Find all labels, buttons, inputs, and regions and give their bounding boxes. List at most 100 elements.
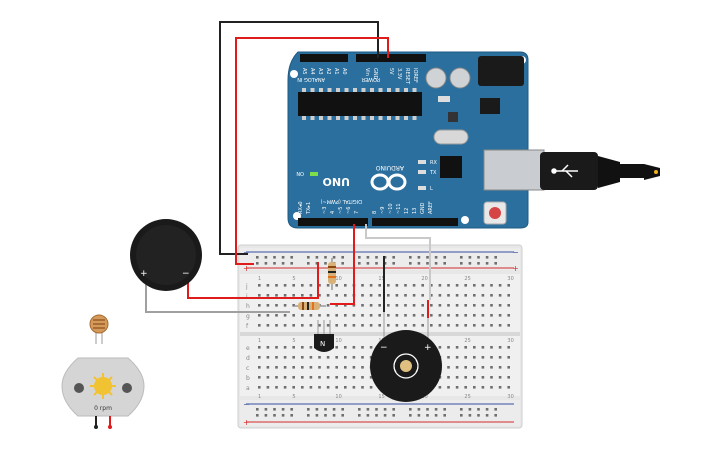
breadboard-hole[interactable] (417, 262, 421, 265)
breadboard-hole[interactable] (361, 386, 364, 389)
breadboard-hole[interactable] (460, 262, 463, 265)
breadboard-hole[interactable] (430, 304, 433, 307)
breadboard-hole[interactable] (318, 284, 321, 287)
breadboard-hole[interactable] (507, 376, 510, 379)
breadboard-hole[interactable] (352, 324, 356, 327)
breadboard-hole[interactable] (275, 304, 278, 307)
breadboard-hole[interactable] (392, 408, 395, 411)
usb-port[interactable] (483, 149, 545, 191)
breadboard-hole[interactable] (464, 314, 467, 317)
breadboard-hole[interactable] (473, 386, 476, 389)
breadboard-hole[interactable] (507, 294, 510, 297)
breadboard-hole[interactable] (366, 256, 370, 259)
breadboard-hole[interactable] (464, 386, 467, 389)
breadboard-hole[interactable] (344, 356, 347, 359)
breadboard-hole[interactable] (412, 314, 416, 317)
breadboard-hole[interactable] (258, 366, 261, 369)
breadboard-hole[interactable] (438, 314, 442, 317)
breadboard-hole[interactable] (447, 324, 450, 327)
breadboard-hole[interactable] (283, 366, 287, 369)
breadboard-hole[interactable] (256, 256, 259, 259)
breadboard-hole[interactable] (430, 284, 433, 287)
breadboard-hole[interactable] (258, 314, 261, 317)
breadboard-hole[interactable] (315, 262, 319, 265)
breadboard-hole[interactable] (375, 262, 378, 265)
breadboard-hole[interactable] (301, 366, 304, 369)
breadboard-hole[interactable] (404, 324, 407, 327)
breadboard-hole[interactable] (264, 408, 268, 411)
breadboard-hole[interactable] (395, 284, 399, 287)
breadboard-hole[interactable] (417, 414, 421, 417)
usb-cable[interactable] (540, 152, 660, 190)
breadboard-hole[interactable] (266, 284, 270, 287)
breadboard-hole[interactable] (387, 294, 390, 297)
breadboard-hole[interactable] (281, 256, 285, 259)
breadboard-hole[interactable] (383, 414, 387, 417)
breadboard-hole[interactable] (361, 284, 364, 287)
breadboard-hole[interactable] (404, 294, 407, 297)
breadboard-hole[interactable] (455, 346, 459, 349)
breadboard-hole[interactable] (301, 324, 304, 327)
breadboard-hole[interactable] (326, 376, 330, 379)
breadboard-hole[interactable] (326, 314, 330, 317)
breadboard-hole[interactable] (309, 284, 313, 287)
breadboard-hole[interactable] (447, 346, 450, 349)
breadboard-hole[interactable] (258, 304, 261, 307)
breadboard-hole[interactable] (473, 284, 476, 287)
breadboard-hole[interactable] (464, 294, 467, 297)
breadboard-hole[interactable] (434, 408, 438, 411)
breadboard-hole[interactable] (292, 346, 295, 349)
breadboard-hole[interactable] (490, 304, 493, 307)
breadboard-hole[interactable] (481, 324, 485, 327)
breadboard-hole[interactable] (283, 386, 287, 389)
breadboard-hole[interactable] (383, 408, 387, 411)
breadboard-hole[interactable] (335, 304, 338, 307)
breadboard-hole[interactable] (481, 346, 485, 349)
breadboard-hole[interactable] (443, 414, 446, 417)
breadboard-hole[interactable] (332, 414, 336, 417)
breadboard-hole[interactable] (438, 304, 442, 307)
breadboard-hole[interactable] (392, 414, 395, 417)
breadboard-hole[interactable] (324, 256, 327, 259)
breadboard-hole[interactable] (464, 356, 467, 359)
digital-header-low[interactable] (298, 218, 368, 226)
wire-signal-gray[interactable] (365, 224, 431, 300)
breadboard-hole[interactable] (344, 386, 347, 389)
breadboard-hole[interactable] (464, 376, 467, 379)
breadboard-hole[interactable] (283, 324, 287, 327)
breadboard-hole[interactable] (455, 284, 459, 287)
breadboard-hole[interactable] (273, 256, 276, 259)
breadboard-hole[interactable] (326, 304, 330, 307)
breadboard-hole[interactable] (266, 366, 270, 369)
breadboard-hole[interactable] (412, 284, 416, 287)
breadboard-hole[interactable] (447, 284, 450, 287)
breadboard-hole[interactable] (477, 262, 480, 265)
breadboard-hole[interactable] (421, 294, 424, 297)
breadboard-hole[interactable] (395, 314, 399, 317)
breadboard-hole[interactable] (421, 304, 424, 307)
breadboard-hole[interactable] (341, 414, 344, 417)
breadboard-hole[interactable] (301, 314, 304, 317)
breadboard-hole[interactable] (352, 366, 356, 369)
breadboard-hole[interactable] (258, 376, 261, 379)
breadboard-hole[interactable] (361, 376, 364, 379)
resistor-vertical[interactable] (328, 258, 336, 290)
breadboard-hole[interactable] (498, 386, 502, 389)
breadboard-hole[interactable] (507, 304, 510, 307)
breadboard-hole[interactable] (275, 314, 278, 317)
breadboard-hole[interactable] (301, 386, 304, 389)
wire-gnd-black[interactable] (219, 21, 379, 255)
breadboard-hole[interactable] (455, 386, 459, 389)
breadboard-hole[interactable] (438, 346, 442, 349)
breadboard-hole[interactable] (335, 294, 338, 297)
breadboard-hole[interactable] (292, 386, 295, 389)
breadboard-hole[interactable] (315, 256, 319, 259)
breadboard-hole[interactable] (485, 256, 489, 259)
breadboard-hole[interactable] (352, 304, 356, 307)
breadboard-hole[interactable] (366, 408, 370, 411)
breadboard-hole[interactable] (473, 356, 476, 359)
breadboard-hole[interactable] (412, 324, 416, 327)
breadboard-hole[interactable] (266, 376, 270, 379)
breadboard-hole[interactable] (490, 366, 493, 369)
breadboard-hole[interactable] (273, 262, 276, 265)
